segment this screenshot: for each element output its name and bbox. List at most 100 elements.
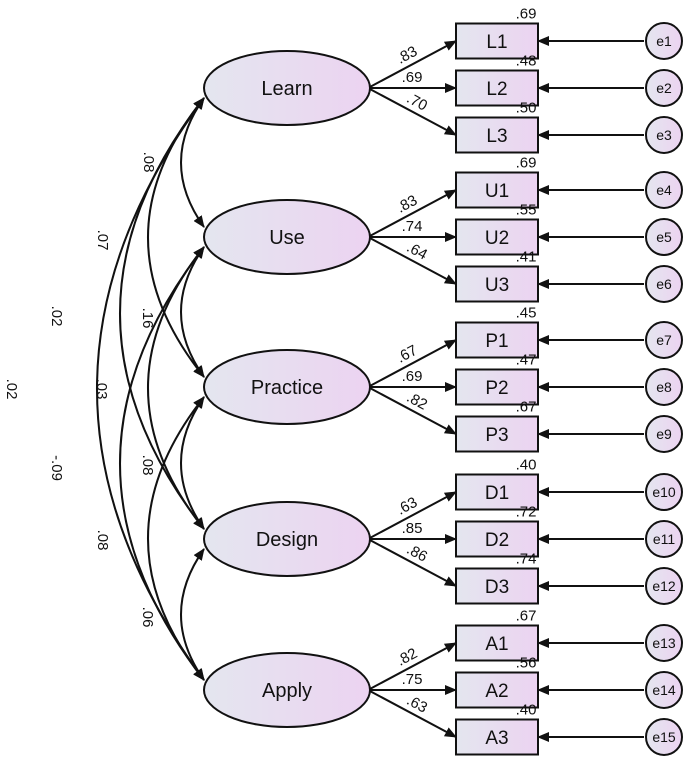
indicator-label: A2 — [485, 681, 508, 702]
error-term-e2 — [645, 69, 683, 107]
r-squared-label: .67 — [516, 608, 537, 625]
covariance-arc-design-apply — [180, 548, 205, 681]
error-term-e9 — [645, 415, 683, 453]
latent-factor-label: Practice — [251, 377, 323, 399]
covariance-label: .03 — [93, 379, 110, 400]
loading-label: .82 — [394, 645, 420, 670]
error-term-label: e13 — [652, 635, 676, 651]
error-term-e10 — [645, 473, 683, 511]
loading-label: .83 — [394, 192, 420, 217]
error-term-label: e12 — [652, 578, 676, 594]
indicator-box-a1 — [455, 624, 539, 662]
indicator-label: L1 — [486, 32, 507, 53]
error-term-label: e11 — [653, 531, 676, 547]
indicator-box-d3 — [455, 567, 539, 605]
indicator-label: D2 — [485, 530, 509, 551]
covariance-arc-learn-use — [180, 97, 205, 228]
loading-path-u3 — [367, 236, 457, 285]
indicator-label: P1 — [485, 331, 508, 352]
error-term-e1 — [645, 22, 683, 60]
indicator-label: A3 — [485, 728, 508, 749]
error-term-label: e7 — [656, 332, 672, 348]
loading-label: .75 — [402, 671, 423, 688]
loading-label: .69 — [402, 368, 423, 385]
error-term-e15 — [645, 718, 683, 756]
indicator-box-p2 — [455, 368, 539, 406]
r-squared-label: .48 — [516, 53, 537, 70]
error-term-label: e8 — [656, 379, 672, 395]
indicator-box-u3 — [455, 265, 539, 303]
indicator-label: P3 — [485, 425, 508, 446]
indicator-box-u2 — [455, 218, 539, 256]
loading-label: .64 — [404, 239, 430, 264]
indicator-label: P2 — [485, 378, 508, 399]
indicator-box-p3 — [455, 415, 539, 453]
error-term-label: e15 — [652, 729, 676, 745]
error-term-e14 — [645, 671, 683, 709]
error-term-e13 — [645, 624, 683, 662]
error-term-label: e14 — [652, 682, 676, 698]
loading-label: .70 — [404, 90, 430, 115]
loading-label: .83 — [394, 43, 420, 68]
covariance-label: .02 — [48, 306, 65, 327]
latent-factor-design — [203, 501, 371, 577]
error-term-label: e5 — [656, 229, 672, 245]
error-term-e4 — [645, 171, 683, 209]
indicator-label: D3 — [485, 577, 509, 598]
error-term-e12 — [645, 567, 683, 605]
covariance-label: .08 — [140, 152, 157, 173]
r-squared-label: .40 — [516, 702, 537, 719]
loading-label: .74 — [402, 218, 423, 235]
r-squared-label: .69 — [516, 155, 537, 172]
loading-path-d1 — [367, 491, 457, 540]
latent-factor-label: Apply — [262, 680, 312, 702]
indicator-label: L3 — [486, 126, 507, 147]
indicator-box-p1 — [455, 321, 539, 359]
covariance-label: .16 — [139, 308, 156, 329]
indicator-box-l1 — [455, 22, 539, 60]
error-term-label: e4 — [656, 182, 672, 198]
loading-path-l3 — [367, 87, 457, 136]
r-squared-label: .45 — [516, 305, 537, 322]
r-squared-label: .72 — [516, 504, 537, 521]
loading-label: .63 — [394, 494, 420, 519]
loading-label: .82 — [404, 389, 430, 414]
indicator-box-l2 — [455, 69, 539, 107]
r-squared-label: .69 — [516, 6, 537, 23]
r-squared-label: .41 — [516, 249, 537, 266]
latent-factor-practice — [203, 349, 371, 425]
covariance-label: -.09 — [48, 455, 65, 481]
error-term-e11 — [645, 520, 683, 558]
covariance-label: .08 — [94, 530, 111, 551]
loading-label: .86 — [404, 541, 430, 566]
indicator-box-a2 — [455, 671, 539, 709]
latent-factor-label: Learn — [261, 78, 312, 100]
error-term-label: e1 — [656, 33, 672, 49]
indicator-label: D1 — [485, 483, 509, 504]
error-term-label: e3 — [656, 127, 672, 143]
loading-path-u1 — [367, 189, 457, 238]
error-term-e5 — [645, 218, 683, 256]
indicator-box-l3 — [455, 116, 539, 154]
indicator-box-d1 — [455, 473, 539, 511]
latent-factor-apply — [203, 652, 371, 728]
indicator-label: L2 — [486, 79, 507, 100]
r-squared-label: .56 — [516, 655, 537, 672]
r-squared-label: .50 — [516, 100, 537, 117]
indicator-label: A1 — [485, 634, 508, 655]
loading-path-l1 — [367, 40, 457, 89]
error-term-label: e2 — [656, 80, 672, 96]
covariance-arc-use-practice — [180, 246, 205, 378]
latent-factor-use — [203, 199, 371, 275]
covariance-label: .06 — [139, 607, 156, 628]
covariance-arc-learn-apply — [96, 97, 205, 681]
indicator-box-u1 — [455, 171, 539, 209]
covariance-label: .02 — [3, 379, 20, 400]
error-term-e3 — [645, 116, 683, 154]
error-term-label: e9 — [656, 426, 672, 442]
loading-path-p3 — [367, 386, 457, 435]
loading-path-d3 — [367, 538, 457, 587]
loading-label: .63 — [404, 692, 430, 717]
